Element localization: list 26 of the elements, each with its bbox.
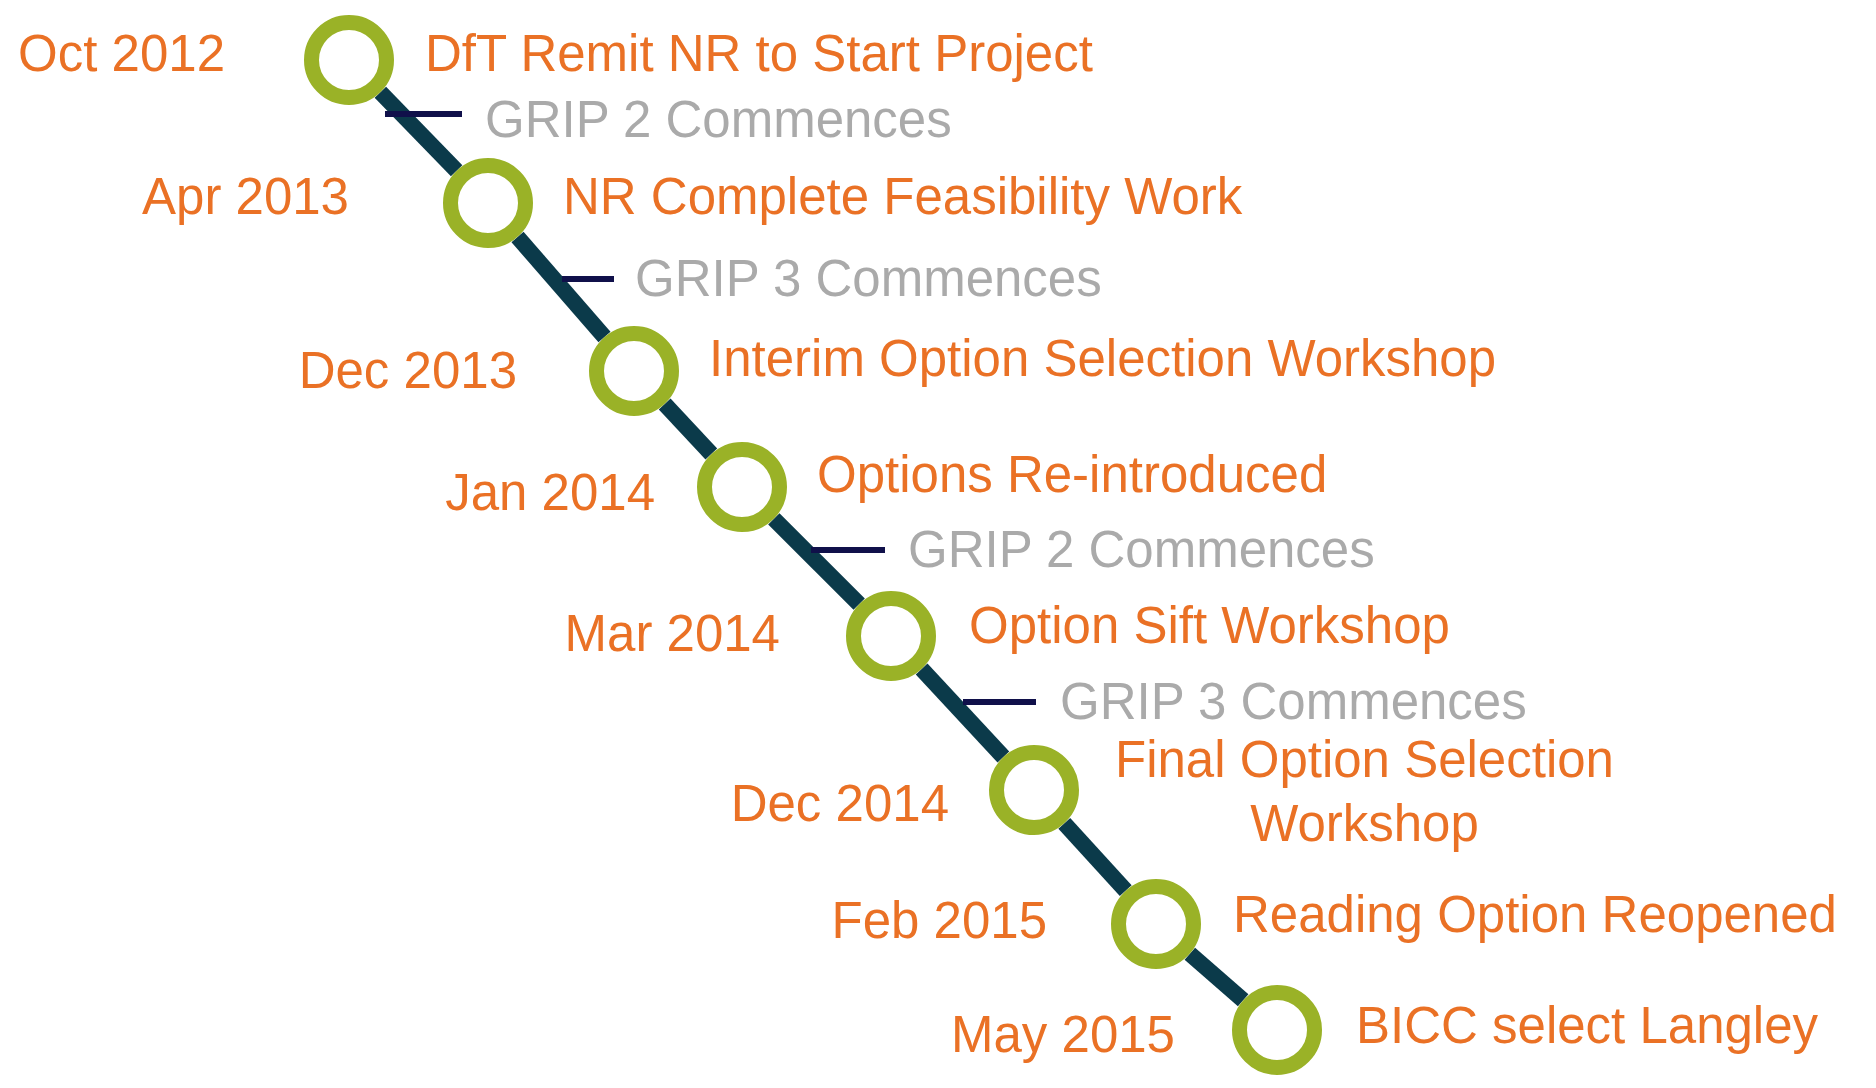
event-label: DfT Remit NR to Start Project (425, 24, 1093, 84)
date-label: Mar 2014 (564, 606, 780, 663)
date-label: Apr 2013 (142, 169, 349, 226)
phase-label: GRIP 2 Commences (485, 92, 952, 149)
milestone-ring (697, 442, 787, 532)
milestone-ring (589, 326, 679, 416)
event-label: BICC select Langley (1356, 996, 1819, 1056)
phase-label: GRIP 3 Commences (635, 251, 1102, 308)
milestone-ring (443, 158, 533, 248)
phase-label: GRIP 2 Commences (908, 522, 1375, 579)
event-label: Reading Option Reopened (1233, 885, 1837, 945)
date-label: Jan 2014 (445, 465, 655, 522)
event-label: Final Option Selection Workshop (1114, 730, 1615, 854)
milestone-ring (846, 591, 936, 681)
event-label: Interim Option Selection Workshop (709, 329, 1497, 389)
date-label: May 2015 (951, 1007, 1175, 1064)
date-label: Oct 2012 (18, 26, 225, 83)
date-label: Dec 2014 (730, 776, 949, 833)
milestone-ring (989, 745, 1079, 835)
event-label: Option Sift Workshop (969, 596, 1450, 656)
event-label: NR Complete Feasibility Work (563, 167, 1243, 227)
date-label: Dec 2013 (298, 343, 517, 400)
milestone-ring (1111, 879, 1201, 969)
event-label: Options Re-introduced (817, 445, 1328, 505)
phase-label: GRIP 3 Commences (1060, 674, 1527, 731)
date-label: Feb 2015 (831, 893, 1047, 950)
